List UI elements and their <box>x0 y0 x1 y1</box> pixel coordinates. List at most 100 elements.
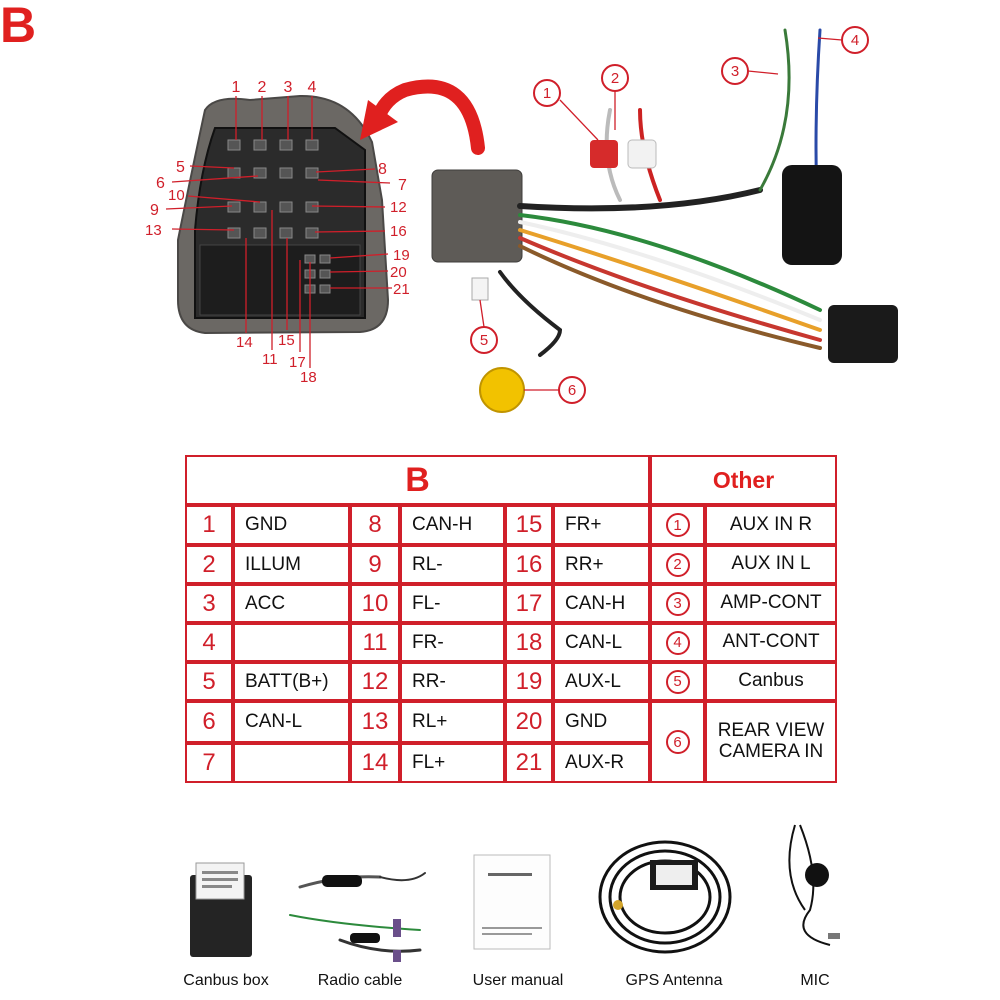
pin-label-15: FR+ <box>553 505 650 545</box>
other-label-3: AMP-CONT <box>705 584 837 623</box>
pin-number-14: 14 <box>350 743 400 783</box>
connector-pins <box>227 139 331 294</box>
pin-number-2: 2 <box>185 545 233 584</box>
callout-2: 2 <box>611 70 619 87</box>
other-label-5: Canbus <box>705 662 837 701</box>
pointer-arrowhead <box>360 100 398 140</box>
pin-label-6: CAN-L <box>233 701 350 743</box>
accessory-label-mic: MIC <box>800 972 830 989</box>
pin-label-8: CAN-H <box>400 505 505 545</box>
mic-image <box>788 824 840 946</box>
iso-plug <box>828 305 898 363</box>
connector-title: B <box>0 0 37 53</box>
pin-label-9: 9 <box>150 202 159 219</box>
callout-5: 5 <box>480 332 488 349</box>
pin-label-20: GND <box>553 701 650 743</box>
pin-number-9: 9 <box>350 545 400 584</box>
usb-canbus-plug <box>471 277 489 301</box>
pin-label-14: 14 <box>236 334 253 351</box>
callout-3: 3 <box>731 63 739 80</box>
callout-6: 6 <box>568 382 576 399</box>
camera-rca-plug <box>479 367 525 413</box>
other-label-6: REAR VIEW CAMERA IN <box>705 701 837 783</box>
pin-labels: 1 2 3 4 5 6 7 8 9 10 11 12 13 14 15 16 1… <box>145 79 410 386</box>
pin-number-15: 15 <box>505 505 553 545</box>
other-number-6: 6 <box>650 701 705 783</box>
pin-number-19: 19 <box>505 662 553 701</box>
inline-filter <box>782 165 842 265</box>
pin-label-16: RR+ <box>553 545 650 584</box>
pin-label-9: RL- <box>400 545 505 584</box>
other-number-circle: 2 <box>665 552 690 577</box>
pointer-arrow <box>371 79 485 155</box>
pin-label-2: 2 <box>258 79 267 96</box>
connector-diagram: 1 2 3 4 5 6 7 8 9 10 11 12 13 14 15 16 1… <box>145 26 898 413</box>
other-number-4: 4 <box>650 623 705 662</box>
pin-label-15: 15 <box>278 332 295 349</box>
other-number-circle: 1 <box>665 513 690 537</box>
user-manual-image <box>473 854 551 950</box>
pin-label-10: FL- <box>400 584 505 623</box>
gps-antenna-image <box>598 840 732 954</box>
pin-label-10: 10 <box>168 187 185 204</box>
pin-label-20: 20 <box>390 264 407 281</box>
accessory-label-canbus-box: Canbus box <box>183 972 269 989</box>
pin-number-21: 21 <box>505 743 553 783</box>
other-label-1: AUX IN R <box>705 505 837 545</box>
header-other: Other <box>650 455 837 505</box>
pin-label-7 <box>233 743 350 783</box>
accessory-label-user-manual: User manual <box>472 972 564 989</box>
pin-label-7: 7 <box>398 177 407 194</box>
pin-label-13: RL+ <box>400 701 505 743</box>
pin-number-12: 12 <box>350 662 400 701</box>
pin-label-19: 19 <box>393 247 410 264</box>
pin-number-13: 13 <box>350 701 400 743</box>
pin-label-5: 5 <box>176 159 185 176</box>
pin-label-21: AUX-R <box>553 743 650 783</box>
pin-number-18: 18 <box>505 623 553 662</box>
canbus-module-foam <box>431 169 523 263</box>
pin-label-13: 13 <box>145 222 162 239</box>
pin-label-11: 11 <box>262 351 278 368</box>
other-number-5: 5 <box>650 662 705 701</box>
other-label-2: AUX IN L <box>705 545 837 584</box>
pin-label-6: 6 <box>156 175 165 192</box>
pin-number-20: 20 <box>505 701 553 743</box>
pin-number-6: 6 <box>185 701 233 743</box>
pin-label-14: FL+ <box>400 743 505 783</box>
pin-label-3: ACC <box>233 584 350 623</box>
pin-label-18: CAN-L <box>553 623 650 662</box>
pin-label-17: CAN-H <box>553 584 650 623</box>
canbus-box-image <box>190 862 252 957</box>
other-number-circle: 3 <box>665 591 690 616</box>
pin-label-21: 21 <box>393 281 410 298</box>
radio-cable-image <box>289 872 426 962</box>
other-number-2: 2 <box>650 545 705 584</box>
connector-lower-block <box>199 244 361 316</box>
pin-label-8: 8 <box>378 161 387 178</box>
pin-label-12: RR- <box>400 662 505 701</box>
other-number-circle: 6 <box>665 730 690 754</box>
rca-plug-white <box>627 139 657 169</box>
callout-4: 4 <box>851 32 859 49</box>
callout-1: 1 <box>543 85 551 102</box>
pin-number-17: 17 <box>505 584 553 623</box>
accessory-label-radio-cable: Radio cable <box>317 972 403 989</box>
pin-label-11: FR- <box>400 623 505 662</box>
rca-plug-red <box>590 140 618 168</box>
pin-number-4: 4 <box>185 623 233 662</box>
pin-label-17: 17 <box>289 354 306 371</box>
pin-number-3: 3 <box>185 584 233 623</box>
pin-number-5: 5 <box>185 662 233 701</box>
pin-label-5: BATT(B+) <box>233 662 350 701</box>
other-number-1: 1 <box>650 505 705 545</box>
wire-bundle <box>498 28 822 357</box>
pin-label-1: 1 <box>232 79 241 96</box>
pin-label-19: AUX-L <box>553 662 650 701</box>
pin-label-12: 12 <box>390 199 407 216</box>
pin-number-8: 8 <box>350 505 400 545</box>
pin-label-3: 3 <box>284 79 293 96</box>
pin-number-10: 10 <box>350 584 400 623</box>
other-number-circle: 5 <box>665 669 690 694</box>
pin-number-1: 1 <box>185 505 233 545</box>
